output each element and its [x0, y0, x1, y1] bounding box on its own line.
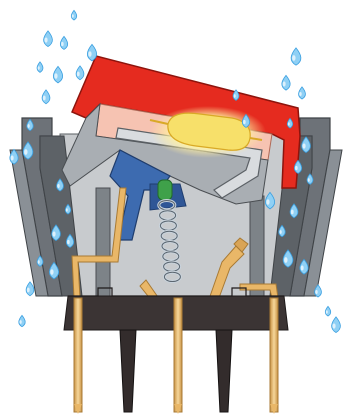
water-drop-highlight — [57, 184, 59, 188]
terminal-right — [270, 298, 278, 412]
water-drop-highlight — [52, 231, 55, 236]
water-drop-highlight — [283, 82, 286, 87]
terminal-left — [74, 298, 82, 412]
water-drop-highlight — [11, 156, 14, 161]
water-drop-highlight — [61, 42, 64, 46]
water-drop-highlight — [54, 73, 57, 78]
lamp-icon — [150, 106, 266, 158]
inner-post-left — [96, 188, 110, 296]
water-drop-highlight — [284, 257, 287, 263]
water-drop-highlight — [72, 14, 74, 17]
water-drop-highlight — [243, 120, 246, 124]
water-drop-highlight — [266, 199, 269, 204]
water-drop-highlight — [19, 320, 21, 324]
water-drop-highlight — [326, 310, 328, 313]
water-drop-highlight — [302, 143, 305, 148]
water-drop-highlight — [288, 122, 290, 125]
water-drop-highlight — [308, 178, 310, 181]
water-drop-highlight — [292, 55, 295, 61]
water-drop-highlight — [44, 37, 47, 42]
water-drop-highlight — [38, 260, 40, 263]
water-drop-highlight — [27, 288, 30, 293]
water-drop-highlight — [66, 208, 68, 211]
water-drop-highlight — [279, 230, 281, 234]
inner-post-right — [250, 196, 264, 296]
water-drop-highlight — [24, 149, 27, 155]
water-drop-highlight — [77, 72, 80, 77]
water-drop-highlight — [332, 323, 335, 328]
water-drop-highlight — [38, 66, 40, 69]
base-pin-2 — [216, 330, 232, 412]
seal-ring — [158, 180, 172, 200]
terminal-center — [174, 298, 182, 412]
water-drop-highlight — [301, 266, 304, 271]
water-drop-highlight — [43, 96, 46, 101]
water-drop-highlight — [299, 92, 301, 96]
base-pin-1 — [120, 330, 136, 412]
water-drop-highlight — [27, 124, 29, 128]
water-drop-highlight — [315, 290, 317, 294]
water-drop-highlight — [50, 269, 53, 274]
water-drop-highlight — [295, 166, 298, 170]
water-drop-highlight — [291, 210, 294, 215]
water-drop-highlight — [67, 240, 70, 244]
water-drop-highlight — [234, 94, 236, 97]
water-drop-highlight — [88, 51, 91, 56]
